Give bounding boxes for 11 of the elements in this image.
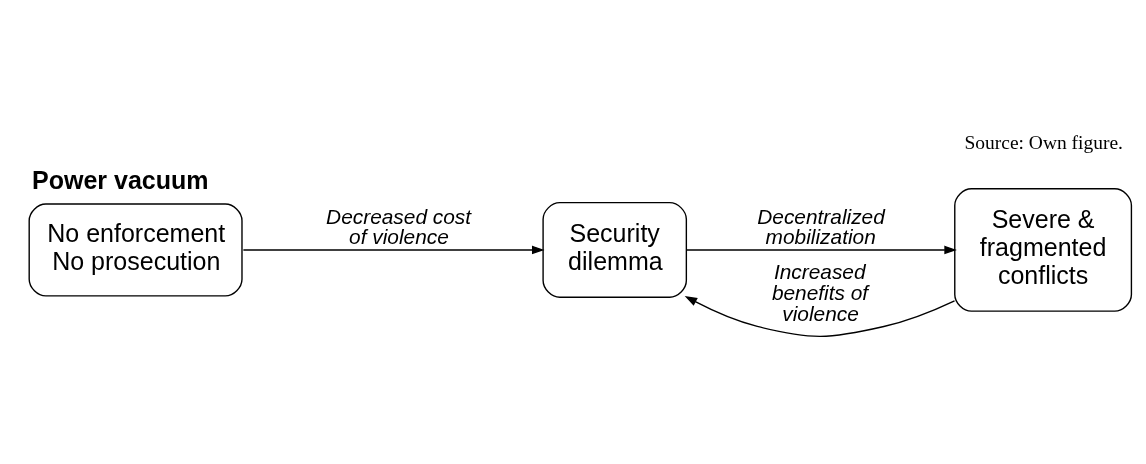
caption: Source: Own figure. [964, 131, 1123, 153]
node-box: Severe & fragmented conflicts [954, 188, 1133, 312]
arrow [685, 245, 957, 255]
edge-label: Decreased cost of violence [326, 204, 472, 249]
node-box: No enforcement No prosecution [28, 203, 243, 297]
arrow [242, 245, 545, 255]
arrow [684, 295, 956, 338]
node-box: Security dilemma [542, 201, 688, 298]
node-label: Power vacuum [31, 166, 209, 195]
edge-label: Decentralized mobilization [757, 204, 885, 249]
edge-label: Increased benefits of violence [771, 260, 869, 325]
